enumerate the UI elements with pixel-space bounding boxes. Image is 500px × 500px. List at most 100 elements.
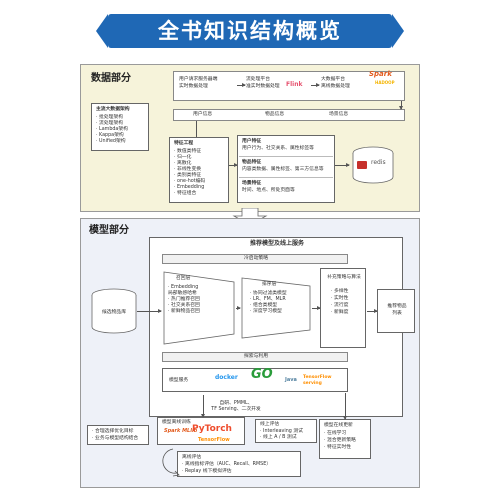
redis-label: redis [371,159,386,166]
supplement-item: · 新鲜度 [331,310,349,315]
line-info-to-fe [196,121,197,137]
supplement-item: · 多样性 [331,289,349,294]
rank-item: · 协同过滤类模型 [250,291,287,296]
arrow-itemlib-to-recall [137,309,162,313]
info-scene: 场景信息 [329,112,349,117]
user-log-stream-label: 用户请求服务器端 实时数据处理 [179,77,218,89]
arch-item: · 流处理架构 [96,121,124,126]
big-data-platform-label: 大数据平台 离线数据处理 [321,77,350,89]
training-loop-arrow [162,448,180,477]
online-update-item: · 特征实时性 [324,445,352,450]
online-update-box: 模型在线更新 · 在线学习 · 混合更新策略 · 特征实时性 [319,419,371,459]
arrow-supplement-to-result [367,309,378,313]
spark-logo-icon: Spark [369,70,392,78]
offline-eval-title: 离线评估 [182,455,202,460]
flow-platform-label: 流处理平台 准实时数据处理 [246,77,280,89]
recall-item: · Embedding [168,285,199,290]
feature-eng-item: · Embedding [174,185,205,190]
feature-divider-1 [239,156,333,157]
info-row-box [173,109,405,121]
arrow-rank-to-supplement [312,306,321,310]
scene-feature-title: 场景特征 [242,181,262,186]
feature-engineering-box: 特征工程 · 数值类特征 · 归一化 · 离散化 · 非线性变换 · 类别类特征… [169,137,229,203]
rank-layer-shape [241,277,311,339]
arch-item: · 批处理架构 [96,115,124,120]
info-user: 用户信息 [193,112,213,117]
feature-eng-item: · 归一化 [174,155,192,160]
supplement-box: 补充策略与算法 · 多样性 · 实时性 · 流行度 · 新鲜度 [320,268,366,348]
feature-eng-item: · 离散化 [174,161,192,166]
feature-eng-title: 特征工程 [174,141,194,146]
arrow-stream-1 [237,83,246,87]
banner-left-arrow [96,14,108,48]
mainstream-arch-title: 主流大数据架构 [96,107,130,112]
supplement-item: · 实时性 [331,296,349,301]
arch-item: · Unified架构 [96,139,126,144]
arrow-stream-2 [311,83,320,87]
item-feature-title: 物品特征 [242,160,262,165]
combo-note-2: · 业务与模型结构结合 [92,436,139,441]
result-box: 推荐物品 列表 [377,289,415,333]
offline-eval-item: · 离线指标评估（AUC、Recall、RMSE） [182,462,272,467]
java-logo-icon: Java [285,377,297,383]
arrow-stream-to-info [399,101,403,110]
online-eval-title: 线上评估 [260,422,280,427]
rank-item: · LR、FM、MLR [250,297,286,302]
cold-start-box: 冷启动策略 [162,254,348,264]
arrow-fe-to-features [229,163,238,167]
online-update-title: 模型在线更新 [324,423,353,428]
arrow-update-to-serving [343,393,347,420]
online-evaluation-box: 线上评估 · Interleaving 测试 · 线上 A / B 测试 [255,419,317,443]
arch-item: · Kappa架构 [96,133,124,138]
online-update-item: · 混合更新策略 [324,438,356,443]
candidate-library-icon [91,288,137,334]
serving-note-line2: TF Serving、二次开发 [211,407,261,412]
model-serving-title: 模型服务 [169,378,189,383]
online-eval-item: · Interleaving 测试 [260,429,303,434]
feature-eng-item: · 数值类特征 [174,149,202,154]
result-label: 推荐物品 列表 [387,304,407,316]
offline-evaluation-box: 离线评估 · 离线指标评估（AUC、Recall、RMSE） · Replay … [177,451,301,477]
online-update-item: · 在线学习 [324,431,347,436]
data-section-title: 数据部分 [91,73,131,84]
rank-item: · 深度学习模型 [250,309,282,314]
banner-right-arrow [392,14,404,48]
supplement-title: 补充策略与算法 [327,275,361,280]
recall-title: 召回层 [176,276,191,281]
user-feature-desc: 用户行为、社交关系、属性标签等 [242,146,314,151]
feature-eng-item: · 特征组合 [174,191,197,196]
user-feature-title: 用户特征 [242,139,262,144]
hadoop-logo-icon: HADOOP [375,80,395,85]
docker-logo-icon: docker [215,374,238,381]
recall-item: 局部敏感哈希 [168,291,197,296]
serving-note-line1: 自研、PMML、 [219,401,253,406]
flink-logo-icon: Flink [286,81,303,88]
supplement-item: · 流行度 [331,303,349,308]
feature-eng-item: · 非线性变换 [174,167,202,172]
arrow-recall-to-rank [236,306,241,310]
arch-item: · Lambda架构 [96,127,128,132]
item-feature-desc: 内容类数据、属性标签、第三方信息等 [242,167,324,172]
rank-title: 排序层 [262,282,277,287]
recall-item: · 新鲜物品召回 [168,309,200,314]
combo-note-1: · 合理选择优化目标 [92,429,134,434]
mainstream-arch-box: 主流大数据架构 · 批处理架构 · 流处理架构 · Lambda架构 · Kap… [91,103,149,151]
stream-pipeline-box [173,71,405,101]
optimization-goal-box: · 合理选择优化目标 · 业务与模型结构结合 [87,425,149,445]
spark-mllib-logo-icon: Spark MLlib [164,428,198,434]
arrow-features-to-redis [335,163,350,167]
recommend-model-title: 推荐模型及线上服务 [249,240,304,247]
offline-training-title: 模型离线训练 [162,420,191,425]
tensorflow-serving-logo-icon: TensorFlow serving [303,375,332,386]
candidate-library-label: 候选物品库 [102,310,126,315]
offline-training-box: 模型离线训练 Spark MLlib PyTorch TensorFlow [157,417,245,445]
model-serving-box: 模型服务 docker GO Java TensorFlow serving [162,368,348,392]
feature-eng-item: · 类别类特征 [174,173,202,178]
feature-divider-2 [239,177,333,178]
tensorflow-logo-icon: TensorFlow [198,437,230,443]
page-title: 全书知识结构概览 [108,14,392,48]
recall-item: · 社交关系召回 [168,303,200,308]
explore-label: 探索与利用 [244,354,268,359]
info-item: 物品信息 [265,112,285,117]
online-eval-item: · 线上 A / B 测试 [260,435,297,440]
